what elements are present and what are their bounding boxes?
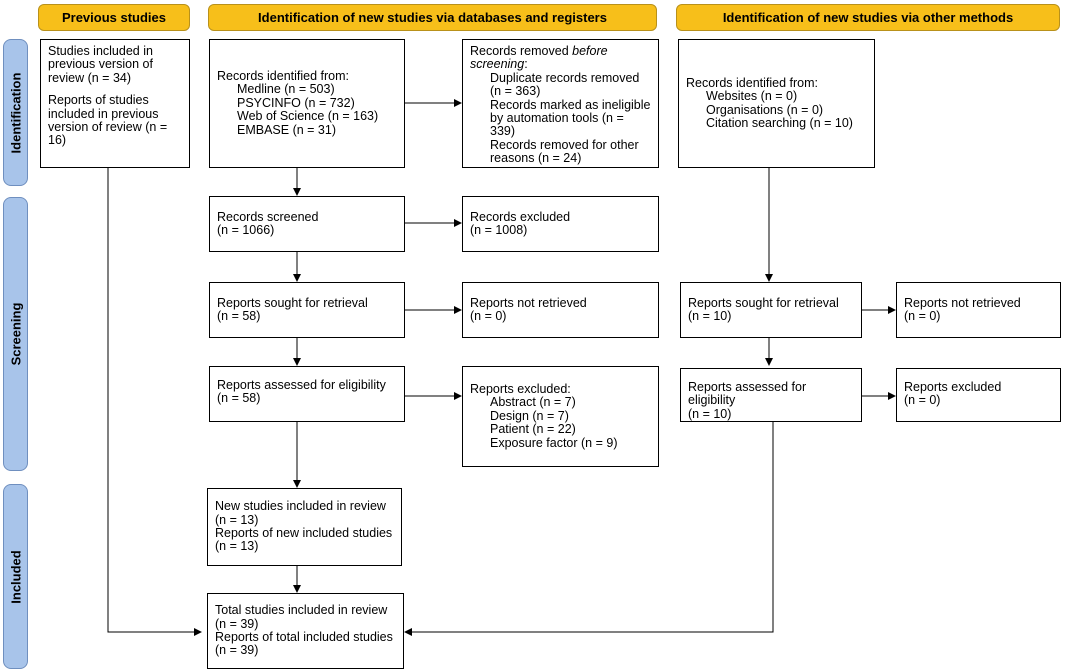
previous-reports-included-text: Reports of studies included in previous … [48, 93, 168, 148]
other-identified-title: Records identified from: [686, 75, 819, 90]
records-removed-title: Records removed before screening: [470, 44, 651, 72]
total-included-box: Total studies included in review (n = 39… [207, 593, 404, 669]
records-screened-count: (n = 1066) [217, 223, 275, 237]
source-medline: Medline (n = 503) [237, 82, 335, 97]
reports-sought-label: Reports sought for retrieval [217, 295, 368, 310]
reports-assessed-count: (n = 58) [217, 391, 261, 406]
new-studies-label: New studies included in review [215, 499, 386, 514]
excluded-design: Design (n = 7) [490, 408, 569, 423]
header-databases-registers: Identification of new studies via databa… [208, 4, 657, 31]
other-reports-assessed-box: Reports assessed for eligibility (n = 10… [680, 368, 862, 422]
other-excluded-count: (n = 0) [904, 393, 941, 408]
stage-screening: Screening [3, 197, 28, 471]
other-excluded-label: Reports excluded [904, 380, 1002, 394]
stage-included: Included [3, 484, 28, 669]
reports-assessed-label: Reports assessed for eligibility [217, 378, 386, 392]
other-reports-excluded-box: Reports excluded (n = 0) [896, 368, 1061, 422]
records-removed-title-suffix: : [524, 57, 528, 72]
arrow-other-assessed-to-total [404, 422, 774, 636]
stage-identification-label: Identification [8, 72, 23, 153]
records-identified-title: Records identified from: [217, 68, 350, 83]
other-reports-sought-label: Reports sought for retrieval [688, 295, 839, 310]
other-assessed-label: Reports assessed for eligibility [688, 380, 807, 408]
reports-assessed-box: Reports assessed for eligibility (n = 58… [209, 366, 405, 422]
records-screened-box: Records screened (n = 1066) [209, 196, 405, 252]
records-excluded-box: Records excluded (n = 1008) [462, 196, 659, 252]
stage-identification: Identification [3, 39, 28, 186]
removed-automation: Records marked as ineligible by automati… [490, 97, 651, 139]
source-psycinfo: PSYCINFO (n = 732) [237, 95, 355, 110]
reports-excluded-title: Reports excluded: [470, 381, 571, 396]
other-not-retrieved-count: (n = 0) [904, 309, 941, 323]
new-reports-count: (n = 13) [215, 539, 259, 554]
total-studies-label: Total studies included in review [215, 603, 388, 618]
source-embase: EMBASE (n = 31) [237, 122, 336, 137]
header-other-methods: Identification of new studies via other … [676, 4, 1060, 31]
other-reports-sought-box: Reports sought for retrieval (n = 10) [680, 282, 862, 338]
other-assessed-count: (n = 10) [688, 406, 732, 421]
reports-not-retrieved-label: Reports not retrieved [470, 295, 587, 310]
excluded-exposure-factor: Exposure factor (n = 9) [490, 435, 618, 450]
records-removed-title-prefix: Records removed [470, 44, 573, 58]
reports-sought-count: (n = 58) [217, 309, 261, 323]
records-removed-title-italic: before screening [470, 44, 608, 72]
other-reports-sought-count: (n = 10) [688, 309, 732, 323]
other-not-retrieved-label: Reports not retrieved [904, 295, 1021, 310]
source-websites: Websites (n = 0) [706, 89, 798, 104]
previous-studies-box: Studies included in previous version of … [40, 39, 190, 168]
excluded-patient: Patient (n = 22) [490, 422, 576, 437]
total-reports-label: Reports of total included studies [215, 630, 393, 644]
reports-not-retrieved-count: (n = 0) [470, 309, 507, 323]
source-organisations: Organisations (n = 0) [706, 102, 824, 117]
stage-screening-label: Screening [8, 302, 23, 366]
new-studies-included-box: New studies included in review (n = 13) … [207, 488, 402, 566]
header-previous-studies: Previous studies [38, 4, 190, 31]
stage-included-label: Included [8, 549, 23, 604]
other-reports-not-retrieved-box: Reports not retrieved (n = 0) [896, 282, 1061, 338]
source-citation-searching: Citation searching (n = 10) [706, 115, 853, 130]
records-removed-box: Records removed before screening: Duplic… [462, 39, 659, 168]
reports-not-retrieved-box: Reports not retrieved (n = 0) [462, 282, 659, 338]
new-reports-label: Reports of new included studies [215, 526, 393, 540]
records-excluded-count: (n = 1008) [470, 223, 528, 237]
previous-studies-included-text: Studies included in previous version of … [48, 44, 153, 85]
records-screened-label: Records screened [217, 209, 319, 224]
reports-sought-box: Reports sought for retrieval (n = 58) [209, 282, 405, 338]
records-identified-box: Records identified from: Medline (n = 50… [209, 39, 405, 168]
records-excluded-label: Records excluded [470, 209, 571, 224]
total-studies-count: (n = 39) [215, 616, 259, 631]
removed-other-reasons: Records removed for other reasons (n = 2… [490, 137, 639, 166]
reports-excluded-box: Reports excluded: Abstract (n = 7) Desig… [462, 366, 659, 467]
excluded-abstract: Abstract (n = 7) [490, 395, 576, 410]
removed-duplicates: Duplicate records removed (n = 363) [490, 70, 640, 99]
new-studies-count: (n = 13) [215, 512, 259, 527]
source-web-of-science: Web of Science (n = 163) [237, 109, 379, 124]
other-records-identified-box: Records identified from: Websites (n = 0… [678, 39, 875, 168]
total-reports-count: (n = 39) [215, 643, 259, 658]
arrow-previous-to-total [107, 168, 202, 636]
